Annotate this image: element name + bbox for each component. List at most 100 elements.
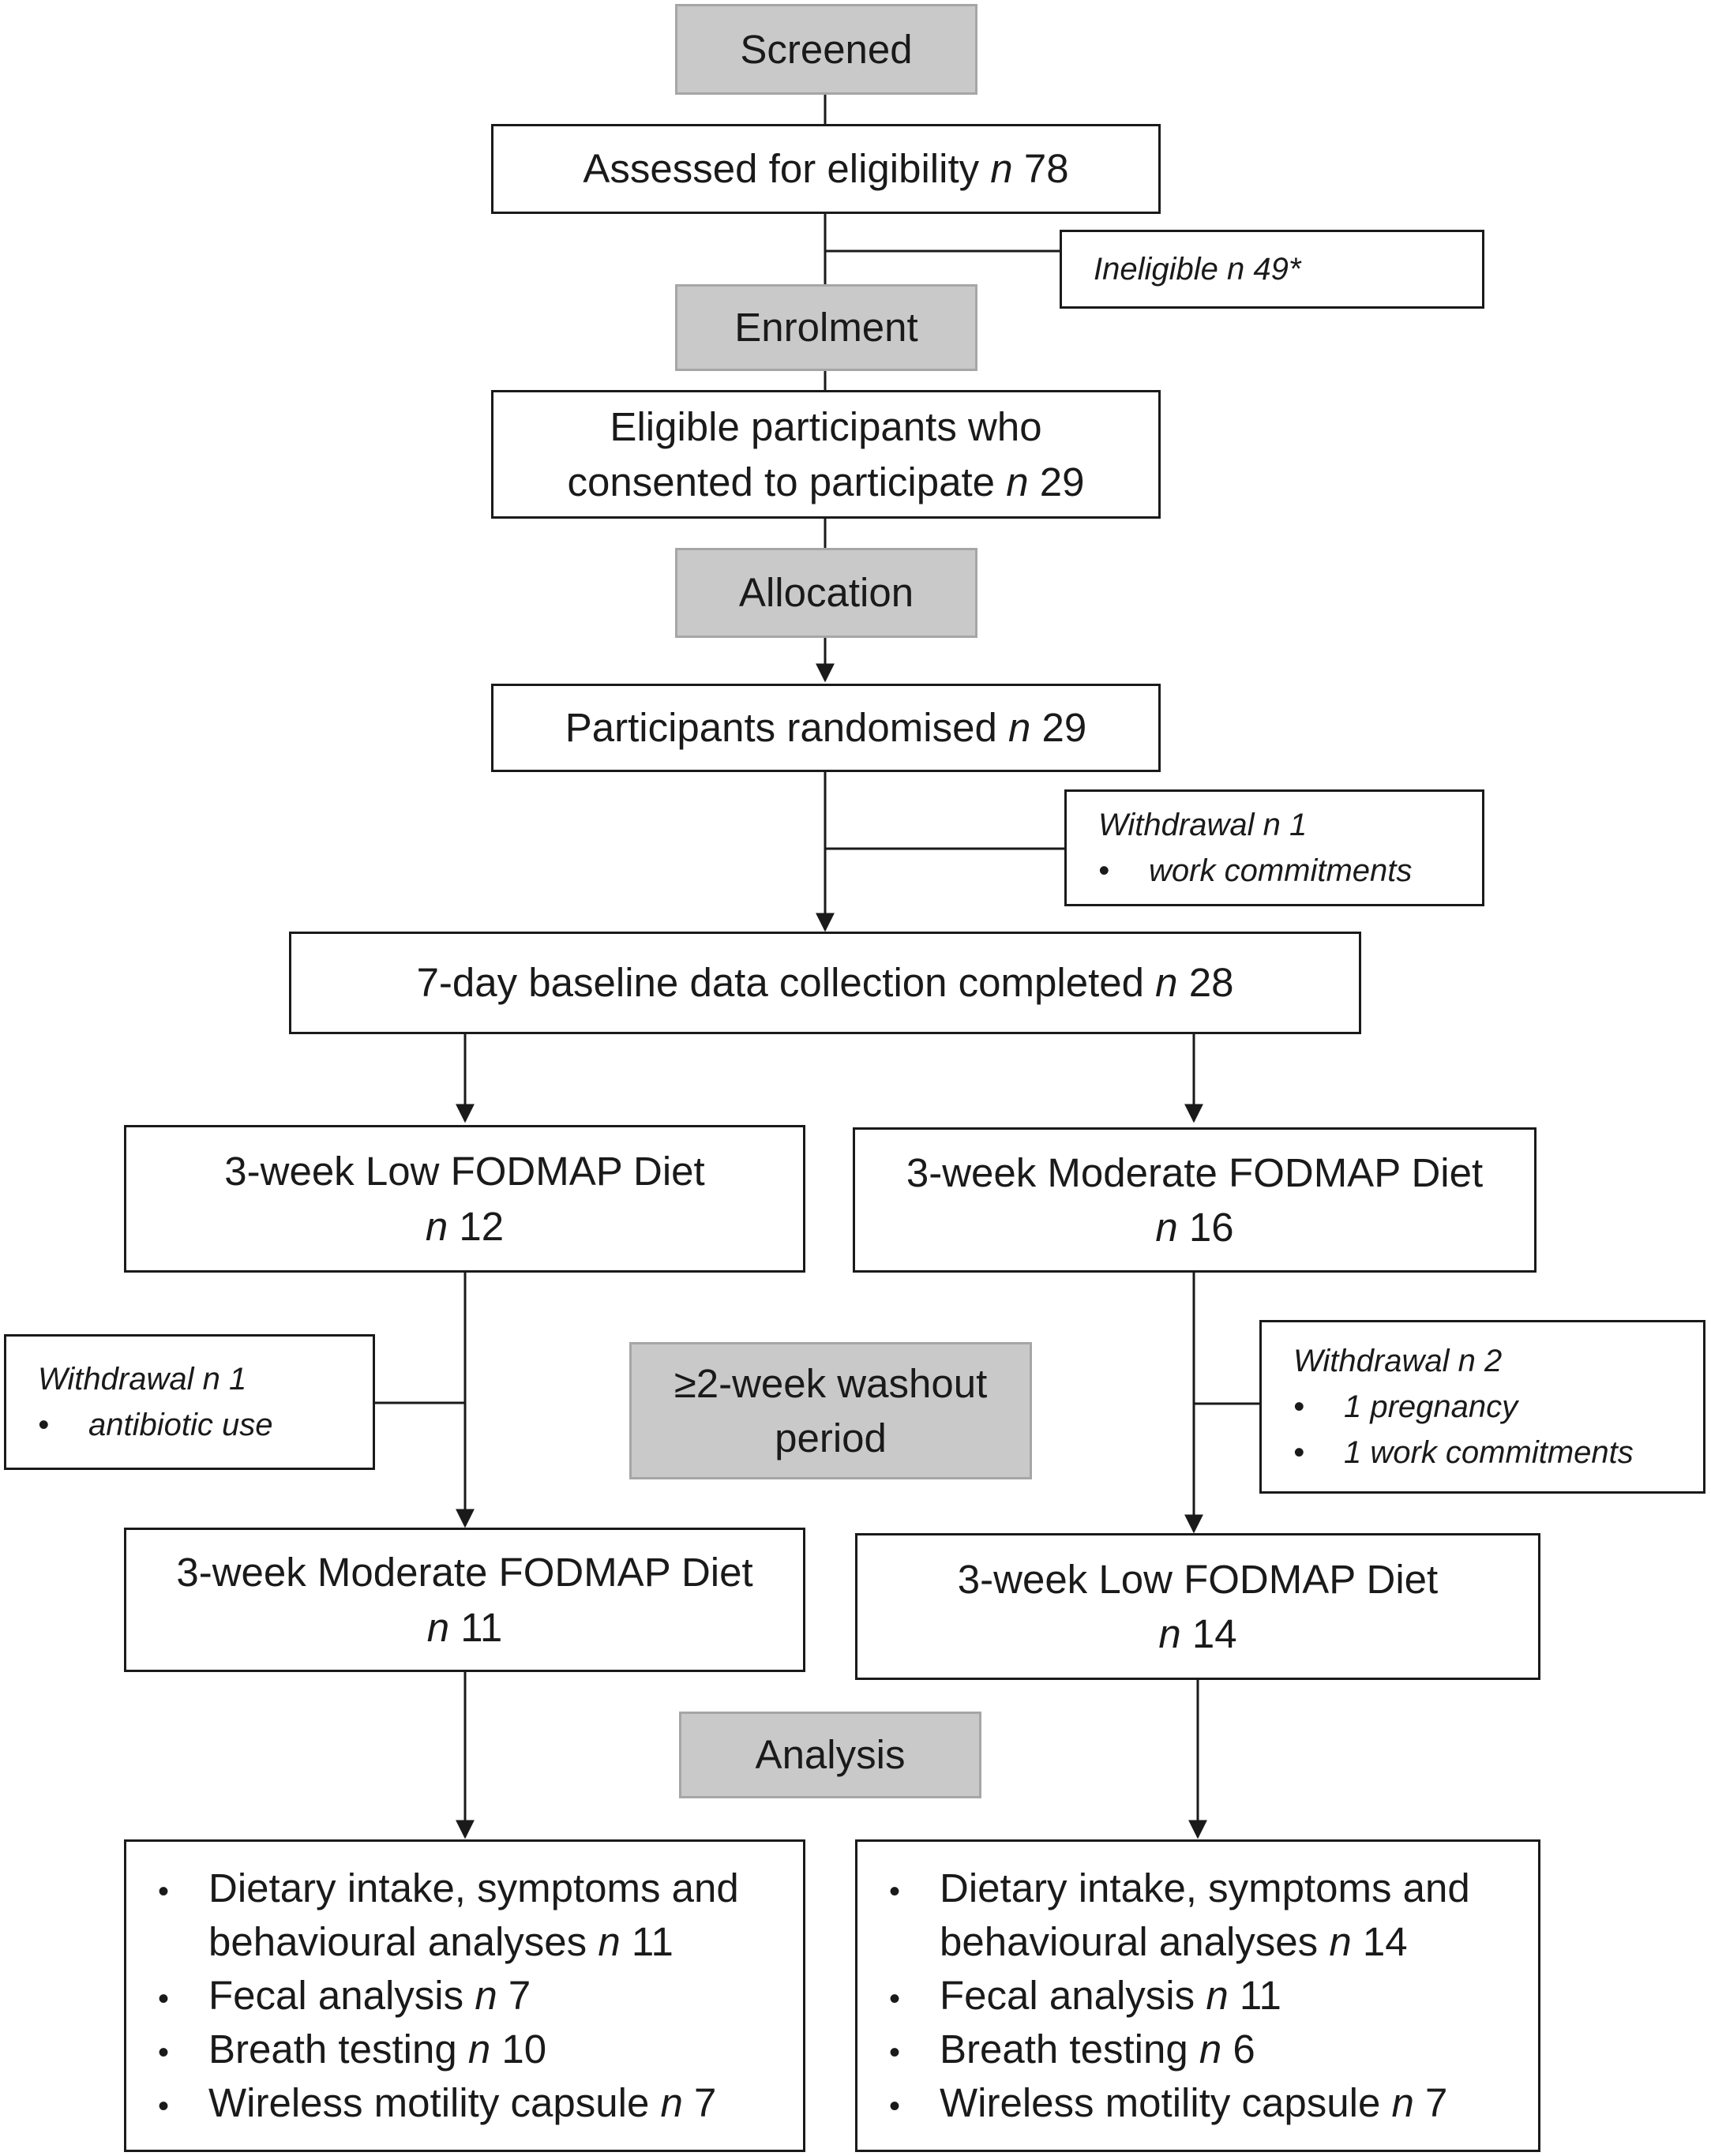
bullet-icon xyxy=(1098,848,1149,894)
analysis-a-item-3-value: 10 xyxy=(501,2026,547,2072)
analysis-a-item-3: Breath testing n 10 xyxy=(158,2023,546,2076)
baseline-value: 28 xyxy=(1188,960,1234,1006)
bullet-icon xyxy=(889,2076,940,2130)
analysis-b-item-4-value: 7 xyxy=(1425,2079,1448,2125)
analysis-a-item-2-label: Fecal analysis xyxy=(208,1973,464,2019)
bullet-icon xyxy=(1293,1430,1344,1475)
withdrawal-baseline-box: Withdrawal n 1 work commitments xyxy=(1064,789,1484,906)
bullet-icon xyxy=(889,1862,940,1969)
eligible-line1: Eligible participants who xyxy=(610,404,1042,450)
ineligible-text: Ineligible n 49* xyxy=(1094,252,1301,287)
arm-b-first-label: 3-week Moderate FODMAP Diet xyxy=(906,1149,1484,1195)
stage-analysis-label: Analysis xyxy=(755,1732,906,1778)
bullet-icon xyxy=(158,1862,208,1969)
stage-allocation: Allocation xyxy=(675,548,977,638)
analysis-b-item-1: Dietary intake, symptoms and behavioural… xyxy=(889,1862,1470,1969)
randomised-box: Participants randomised n 29 xyxy=(491,684,1161,772)
analysis-a-item-1-value: 11 xyxy=(631,1919,674,1965)
bullet-icon xyxy=(889,2023,940,2076)
analysis-b-item-2: Fecal analysis n 11 xyxy=(889,1969,1281,2023)
analysis-a-item-1-n: n xyxy=(598,1919,621,1965)
arm-b-second-value: 14 xyxy=(1191,1611,1237,1656)
arm-a-second-value: 11 xyxy=(460,1604,503,1650)
arm-a-first-n: n xyxy=(425,1203,448,1249)
bullet-icon xyxy=(38,1402,88,1448)
withdrawal-a-box: Withdrawal n 1 antibiotic use xyxy=(4,1334,375,1470)
stage-allocation-label: Allocation xyxy=(738,570,914,616)
baseline-n: n xyxy=(1155,960,1178,1006)
analysis-a-item-3-n: n xyxy=(467,2026,491,2072)
analysis-a-box: Dietary intake, symptoms and behavioural… xyxy=(124,1839,805,2152)
eligible-line2: consented to participate xyxy=(567,459,996,504)
analysis-b-item-2-label: Fecal analysis xyxy=(940,1973,1195,2019)
arm-a-second-n: n xyxy=(426,1604,450,1650)
arm-b-second-n: n xyxy=(1158,1611,1181,1656)
baseline-label: 7-day baseline data collection completed xyxy=(416,960,1144,1006)
assessed-label: Assessed for eligibility xyxy=(583,146,980,192)
assessed-n: n xyxy=(990,146,1013,192)
stage-enrolment: Enrolment xyxy=(675,284,977,371)
arm-a-first-label: 3-week Low FODMAP Diet xyxy=(224,1149,705,1194)
withdrawal-a-title: Withdrawal n 1 xyxy=(38,1362,247,1397)
analysis-b-item-1-n: n xyxy=(1329,1919,1352,1965)
arm-b-second-label: 3-week Low FODMAP Diet xyxy=(957,1556,1439,1602)
withdrawal-b-item-1-text: 1 pregnancy xyxy=(1344,1389,1518,1424)
withdrawal-b-item-1: 1 pregnancy xyxy=(1293,1384,1518,1430)
analysis-b-item-2-value: 11 xyxy=(1239,1973,1281,2019)
withdrawal-a-item: antibiotic use xyxy=(38,1402,272,1448)
analysis-b-item-1-line2: behavioural analyses xyxy=(940,1919,1319,1965)
arm-a-second-label: 3-week Moderate FODMAP Diet xyxy=(176,1550,753,1595)
withdrawal-baseline-item-text: work commitments xyxy=(1149,853,1413,888)
withdrawal-b-item-2-text: 1 work commitments xyxy=(1344,1435,1634,1470)
analysis-b-item-2-n: n xyxy=(1206,1973,1229,2019)
analysis-b-item-3-label: Breath testing xyxy=(940,2026,1188,2072)
stage-enrolment-label: Enrolment xyxy=(734,305,918,351)
analysis-b-item-3-n: n xyxy=(1199,2026,1222,2072)
analysis-b-item-1-value: 14 xyxy=(1362,1919,1408,1965)
bullet-icon xyxy=(158,2076,208,2130)
stage-washout-label: ≥2-week washout period xyxy=(674,1360,988,1460)
assessed-box: Assessed for eligibility n 78 xyxy=(491,124,1161,214)
bullet-icon xyxy=(889,1969,940,2023)
analysis-a-item-3-label: Breath testing xyxy=(208,2026,457,2072)
randomised-n: n xyxy=(1008,705,1031,751)
arm-a-first-box: 3-week Low FODMAP Diet n 12 xyxy=(124,1125,805,1273)
analysis-a-item-1-line2: behavioural analyses xyxy=(208,1919,587,1965)
arm-b-first-value: 16 xyxy=(1188,1205,1234,1250)
arm-b-second-box: 3-week Low FODMAP Diet n 14 xyxy=(855,1533,1540,1680)
analysis-a-item-4-n: n xyxy=(660,2079,683,2125)
analysis-b-item-1-line1: Dietary intake, symptoms and xyxy=(940,1865,1470,1911)
arm-a-second-box: 3-week Moderate FODMAP Diet n 11 xyxy=(124,1528,805,1672)
assessed-value: 78 xyxy=(1023,146,1069,192)
analysis-a-item-1: Dietary intake, symptoms and behavioural… xyxy=(158,1862,739,1969)
analysis-a-item-2-n: n xyxy=(475,1973,497,2019)
eligible-value: 29 xyxy=(1039,459,1085,504)
analysis-b-box: Dietary intake, symptoms and behavioural… xyxy=(855,1839,1540,2152)
arm-b-first-box: 3-week Moderate FODMAP Diet n 16 xyxy=(853,1127,1537,1273)
analysis-a-item-2: Fecal analysis n 7 xyxy=(158,1969,531,2023)
analysis-b-item-4-label: Wireless motility capsule xyxy=(940,2079,1381,2125)
bullet-icon xyxy=(1293,1384,1344,1430)
arm-a-first-value: 12 xyxy=(459,1203,505,1249)
eligible-n: n xyxy=(1006,459,1029,504)
analysis-a-item-1-line1: Dietary intake, symptoms and xyxy=(208,1865,739,1911)
withdrawal-b-title: Withdrawal n 2 xyxy=(1293,1344,1503,1378)
analysis-a-item-4-value: 7 xyxy=(694,2079,717,2125)
stage-analysis: Analysis xyxy=(679,1712,981,1798)
stage-washout: ≥2-week washout period xyxy=(629,1342,1032,1479)
stage-screened-label: Screened xyxy=(740,26,913,72)
bullet-icon xyxy=(158,2023,208,2076)
baseline-box: 7-day baseline data collection completed… xyxy=(289,932,1361,1034)
ineligible-box: Ineligible n 49* xyxy=(1060,230,1484,309)
stage-screened: Screened xyxy=(675,4,977,95)
analysis-b-item-3: Breath testing n 6 xyxy=(889,2023,1255,2076)
analysis-a-item-4-label: Wireless motility capsule xyxy=(208,2079,650,2125)
randomised-label: Participants randomised xyxy=(565,705,997,751)
randomised-value: 29 xyxy=(1041,705,1087,751)
eligible-box: Eligible participants who consented to p… xyxy=(491,390,1161,519)
withdrawal-a-item-text: antibiotic use xyxy=(88,1408,273,1442)
bullet-icon xyxy=(158,1969,208,2023)
withdrawal-b-box: Withdrawal n 2 1 pregnancy 1 work commit… xyxy=(1259,1320,1705,1494)
analysis-a-item-2-value: 7 xyxy=(508,1973,531,2019)
